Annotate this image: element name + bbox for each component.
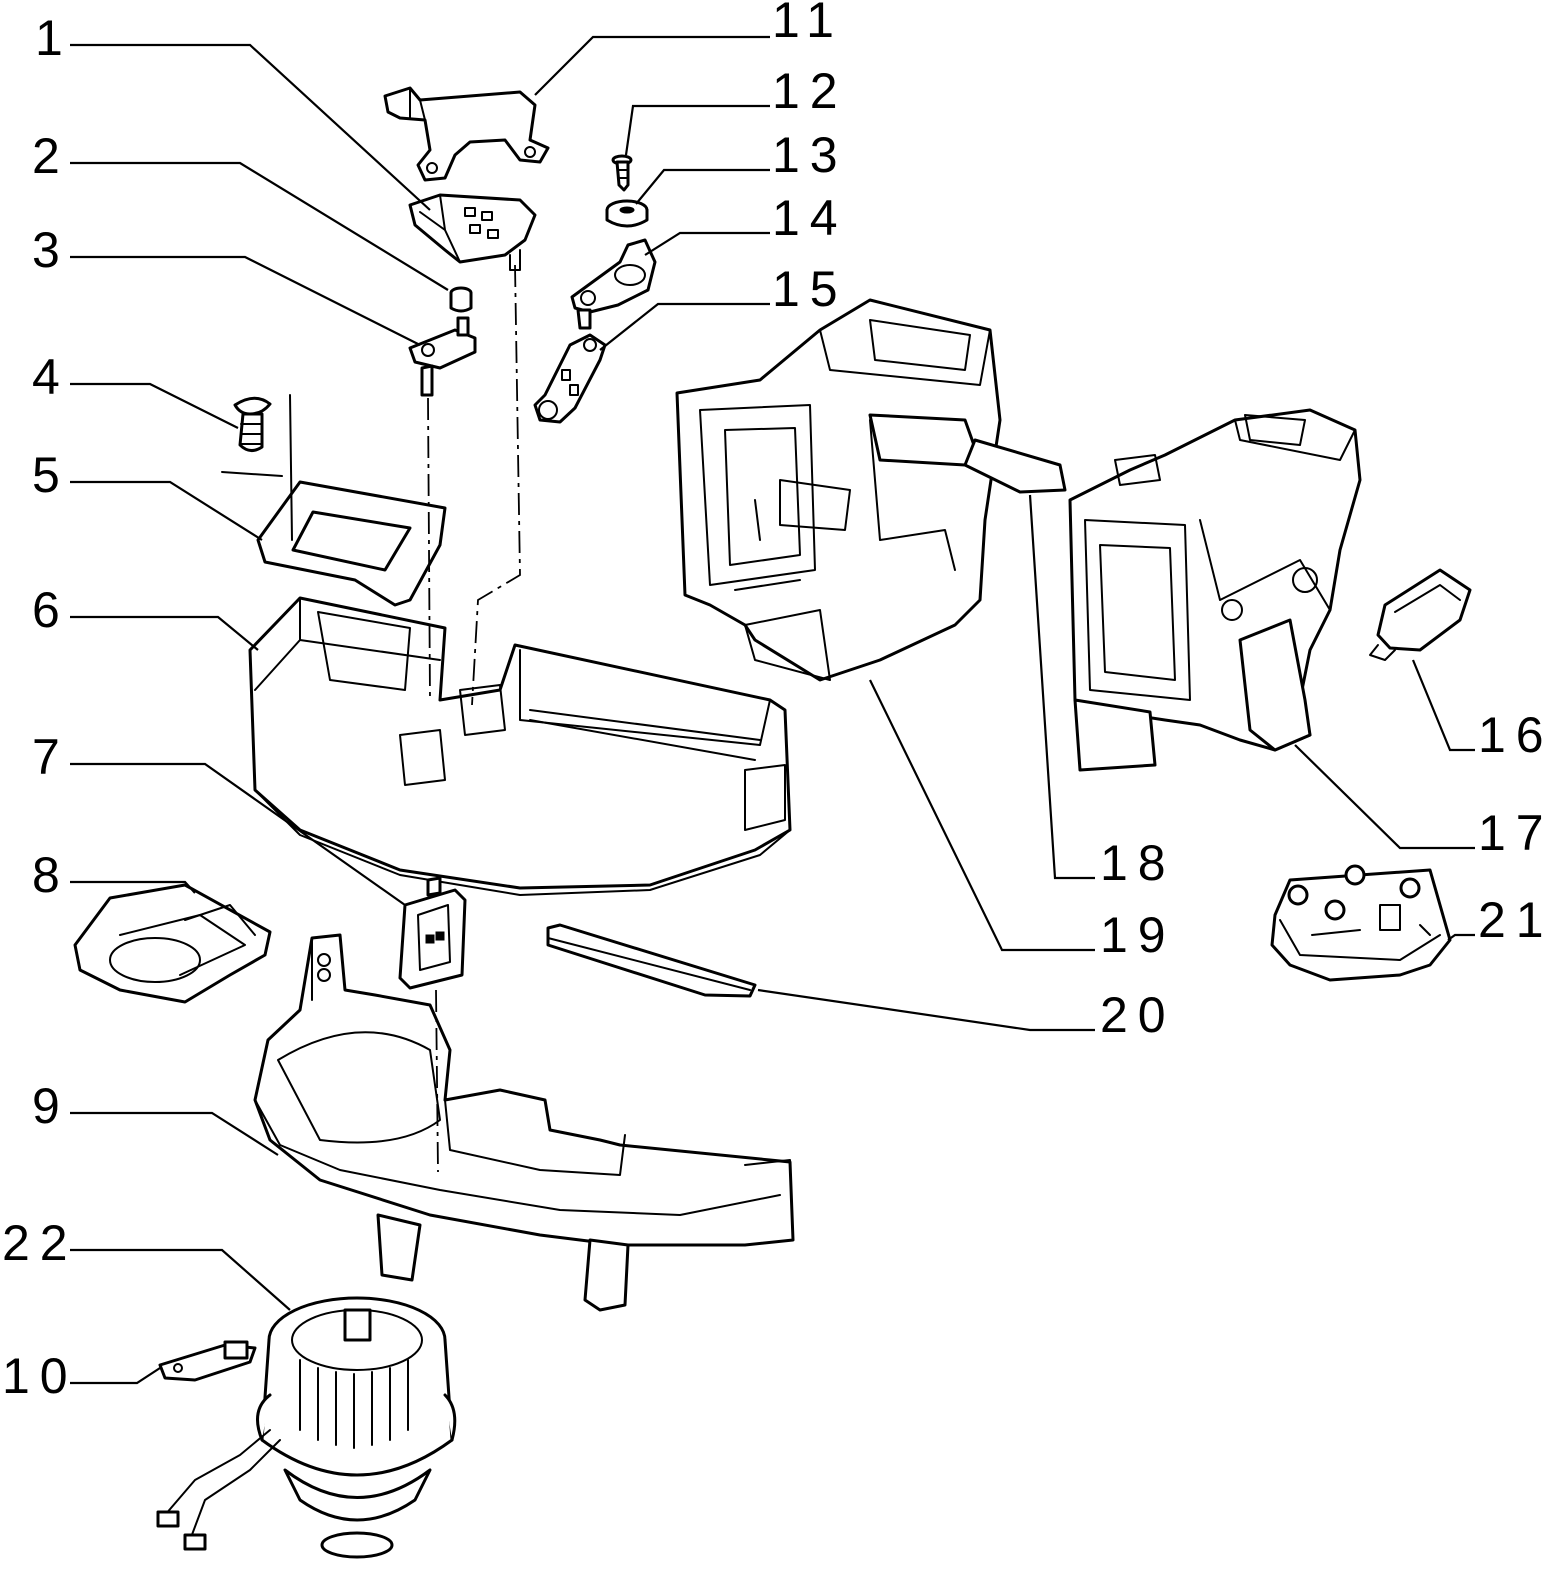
part-16-flap (1369, 568, 1472, 661)
callout-16: 16 (1478, 707, 1547, 763)
leader-21 (1447, 933, 1475, 941)
callout-4: 4 (32, 349, 70, 405)
leader-19 (869, 679, 1095, 952)
callout-3: 3 (32, 222, 70, 278)
leader-13 (635, 168, 770, 205)
callout-17: 17 (1478, 805, 1547, 861)
part-5-gasket-frame (221, 394, 447, 607)
leader-7 (70, 762, 406, 906)
callout-13: 13 (772, 127, 848, 183)
leader-16 (1411, 659, 1475, 752)
callout-21: 21 (1478, 892, 1547, 948)
callout-22: 22 (2, 1215, 78, 1271)
part-9-lower-housing (253, 933, 795, 1312)
leader-5 (70, 480, 263, 541)
leader-11 (534, 35, 770, 96)
leader-1 (70, 43, 431, 211)
part-8-flange-plate (73, 883, 272, 1004)
leader-10 (70, 1367, 161, 1385)
leader-22 (70, 1248, 291, 1311)
callout-20: 20 (1100, 987, 1176, 1043)
part-15-long-lever (533, 333, 607, 424)
callout-2: 2 (32, 128, 70, 184)
leader-3 (70, 255, 421, 346)
callout-5: 5 (32, 447, 70, 503)
callout-9: 9 (32, 1078, 70, 1134)
part-2-bushing (449, 286, 473, 313)
callout-1: 1 (35, 10, 73, 66)
callout-15: 15 (772, 261, 848, 317)
leader-17 (1294, 744, 1475, 850)
part-4-plug (233, 396, 272, 452)
part-17-heater-housing (1068, 408, 1362, 772)
callout-numbers: 1 2 3 4 5 6 7 8 9 10 11 12 13 14 15 16 1… (2, 0, 1547, 1404)
leader-14 (644, 231, 770, 256)
assembly-axes (427, 264, 521, 1173)
callout-8: 8 (32, 847, 70, 903)
leader-20 (757, 988, 1095, 1032)
leader-12 (624, 104, 770, 156)
leader-15 (599, 302, 770, 351)
leader-4 (70, 382, 239, 429)
callout-12: 12 (772, 63, 848, 119)
part-3-small-lever (408, 316, 477, 397)
callout-6: 6 (32, 582, 70, 638)
part-12-screw (611, 154, 633, 192)
part-7-actuator (398, 876, 467, 990)
part-20-filter-strip (546, 923, 757, 998)
part-14-arm (570, 238, 657, 330)
leader-6 (70, 615, 259, 651)
leader-8 (70, 880, 196, 894)
callout-10: 10 (2, 1348, 78, 1404)
part-13-nut (605, 199, 649, 228)
leader-2 (70, 161, 449, 291)
part-22-blower-motor (156, 1296, 457, 1559)
part-1-lever-plate (408, 193, 537, 271)
part-11-bracket (383, 86, 550, 182)
callout-7: 7 (32, 729, 70, 785)
callout-18: 18 (1100, 835, 1176, 891)
callout-11: 11 (772, 0, 844, 48)
leader-18 (1028, 494, 1095, 880)
part-21-resistor-block (1270, 864, 1452, 982)
callout-14: 14 (772, 190, 848, 246)
part-19-heater-housing (675, 298, 1067, 682)
leader-lines (70, 35, 1475, 1385)
part-10-connector-tab (158, 1340, 257, 1382)
leader-9 (70, 1111, 279, 1156)
part-6-upper-housing (248, 596, 792, 896)
callout-19: 19 (1100, 907, 1176, 963)
